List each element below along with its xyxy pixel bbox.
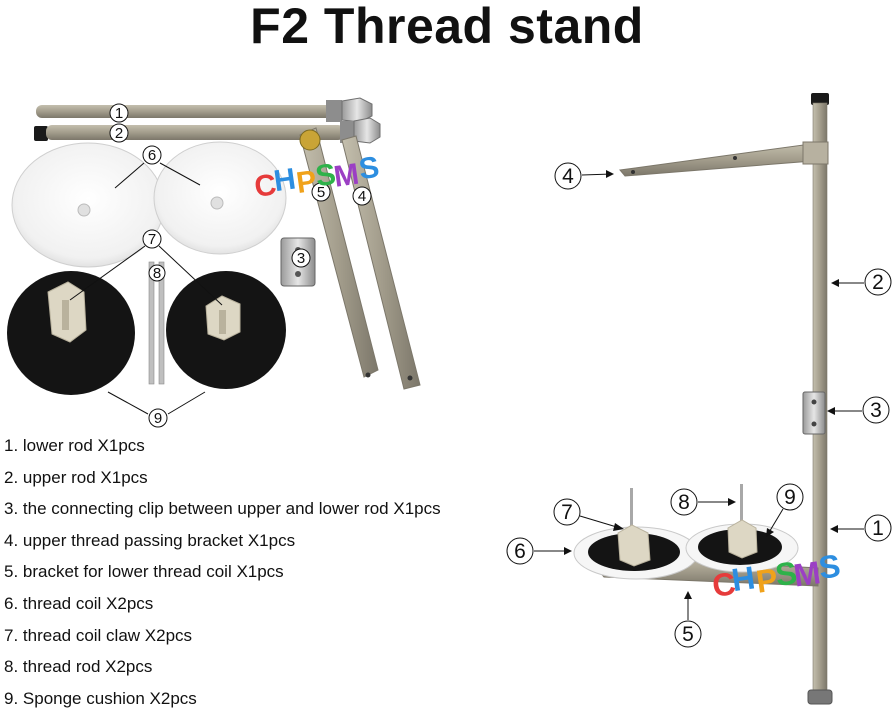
callout-7-left: 7 bbox=[148, 231, 156, 248]
brand-logo-right: C H P S M S bbox=[710, 547, 843, 604]
callout-1-left: 1 bbox=[115, 105, 123, 122]
parts-list-item: 1. lower rod X1pcs bbox=[4, 436, 145, 455]
thread-coil-part bbox=[11, 141, 287, 268]
callout-3-right: 3 bbox=[870, 399, 882, 422]
svg-text:S: S bbox=[816, 547, 842, 586]
lower-rod-part bbox=[36, 97, 373, 123]
svg-text:C: C bbox=[710, 565, 738, 604]
parts-list-item: 2. upper rod X1pcs bbox=[4, 467, 148, 487]
parts-callouts: 1 2 6 7 8 3 5 4 9 bbox=[69, 103, 372, 428]
callout-8-left: 8 bbox=[153, 265, 161, 282]
svg-text:S: S bbox=[357, 151, 381, 186]
callout-6-left: 6 bbox=[148, 147, 156, 164]
svg-text:M: M bbox=[791, 554, 822, 593]
parts-list-item: 7. thread coil claw X2pcs bbox=[4, 625, 193, 645]
svg-text:S: S bbox=[773, 554, 799, 593]
thread-rod-part bbox=[148, 261, 165, 385]
parts-list-item: 5. bracket for lower thread coil X1pcs bbox=[4, 562, 284, 582]
assembled-stand bbox=[573, 93, 833, 705]
parts-list-item: 9. Sponge cushion X2pcs bbox=[4, 688, 197, 708]
brand-logo-left: C H P S M S bbox=[252, 151, 381, 204]
callout-1-right: 1 bbox=[872, 517, 884, 540]
stand-callouts: 4 2 3 1 7 8 9 6 5 bbox=[506, 162, 892, 648]
svg-text:M: M bbox=[332, 158, 361, 194]
callout-5-left: 5 bbox=[317, 184, 325, 201]
svg-text:H: H bbox=[272, 162, 298, 198]
page-title: F2 Thread stand bbox=[250, 0, 644, 54]
parts-list-item: 3. the connecting clip between upper and… bbox=[4, 499, 441, 519]
callout-9-right: 9 bbox=[784, 486, 796, 509]
callout-9-left: 9 bbox=[154, 410, 162, 427]
callout-2-left: 2 bbox=[115, 125, 123, 142]
parts-list-item: 6. thread coil X2pcs bbox=[4, 593, 154, 613]
callout-4-left: 4 bbox=[358, 188, 366, 205]
parts-list: 1. lower rod X1pcs 2. upper rod X1pcs 3.… bbox=[4, 430, 544, 714]
callout-8-right: 8 bbox=[678, 491, 690, 514]
svg-text:S: S bbox=[313, 158, 337, 193]
parts-list-item: 4. upper thread passing bracket X1pcs bbox=[4, 530, 296, 550]
callout-6-right: 6 bbox=[514, 540, 526, 563]
svg-text:C: C bbox=[252, 168, 278, 204]
svg-text:H: H bbox=[729, 559, 757, 598]
thread-coil-claw-part bbox=[47, 281, 241, 343]
callout-5-right: 5 bbox=[682, 623, 694, 646]
callout-4-right: 4 bbox=[562, 165, 574, 188]
sponge-cushion-part bbox=[7, 271, 286, 395]
svg-text:P: P bbox=[754, 561, 780, 600]
callout-3-left: 3 bbox=[297, 250, 305, 267]
svg-text:P: P bbox=[294, 165, 318, 200]
callout-2-right: 2 bbox=[872, 271, 884, 294]
parts-list-item: 8. thread rod X2pcs bbox=[4, 657, 153, 677]
callout-7-right: 7 bbox=[561, 501, 573, 524]
